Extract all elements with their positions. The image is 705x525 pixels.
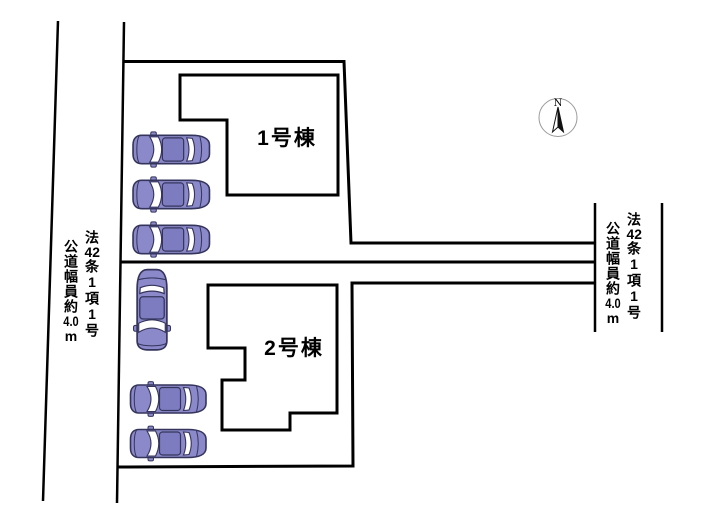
compass-needle-west <box>551 106 559 134</box>
law-article-number: 42 <box>626 227 642 241</box>
left-road-east-edge <box>115 21 126 504</box>
lot-boundaries <box>117 60 595 469</box>
car <box>132 131 211 168</box>
law-prefix: 法 <box>626 212 642 227</box>
law-article-number: 42 <box>84 245 100 259</box>
car <box>129 425 207 462</box>
law-suffix: 条1項1号 <box>626 241 642 320</box>
width-prefix: 公道幅員約 <box>63 239 79 314</box>
law-prefix: 法 <box>84 230 100 245</box>
width-value: 4.0 <box>605 296 621 310</box>
car-rotated-group <box>132 268 172 351</box>
width-unit: m <box>605 310 621 327</box>
right-road-label: 法42条1項1号 公道幅員約4.0m <box>602 212 644 330</box>
building-2-outline <box>206 283 339 432</box>
building-1-outline <box>178 73 340 197</box>
car <box>129 381 207 417</box>
car <box>132 176 211 213</box>
left-road-law-clause: 法42条1項1号 <box>81 230 102 348</box>
building-1-label: 1号棟 <box>257 127 317 150</box>
car <box>132 221 211 258</box>
right-road <box>593 203 664 332</box>
right-road-width-note: 公道幅員約4.0m <box>602 212 623 330</box>
width-value: 4.0 <box>63 314 79 328</box>
left-road-west-edge <box>41 20 60 502</box>
law-suffix: 条1項1号 <box>84 259 100 338</box>
left-road-label: 法42条1項1号 公道幅員約4.0m <box>60 230 102 348</box>
lot1-boundary <box>123 60 595 245</box>
compass-needle-east <box>557 106 565 134</box>
north-compass: N <box>538 98 578 137</box>
width-prefix: 公道幅員約 <box>605 221 621 296</box>
parking-cars <box>129 131 211 462</box>
left-road-width-note: 公道幅員約4.0m <box>60 230 81 348</box>
car <box>132 268 172 351</box>
lot2-boundary <box>117 281 595 469</box>
compass-north-letter: N <box>554 98 563 109</box>
left-road <box>41 20 126 504</box>
compass-circle <box>538 98 578 137</box>
building-2-label: 2号棟 <box>264 337 324 360</box>
width-unit: m <box>63 328 79 345</box>
right-road-law-clause: 法42条1項1号 <box>623 212 644 330</box>
